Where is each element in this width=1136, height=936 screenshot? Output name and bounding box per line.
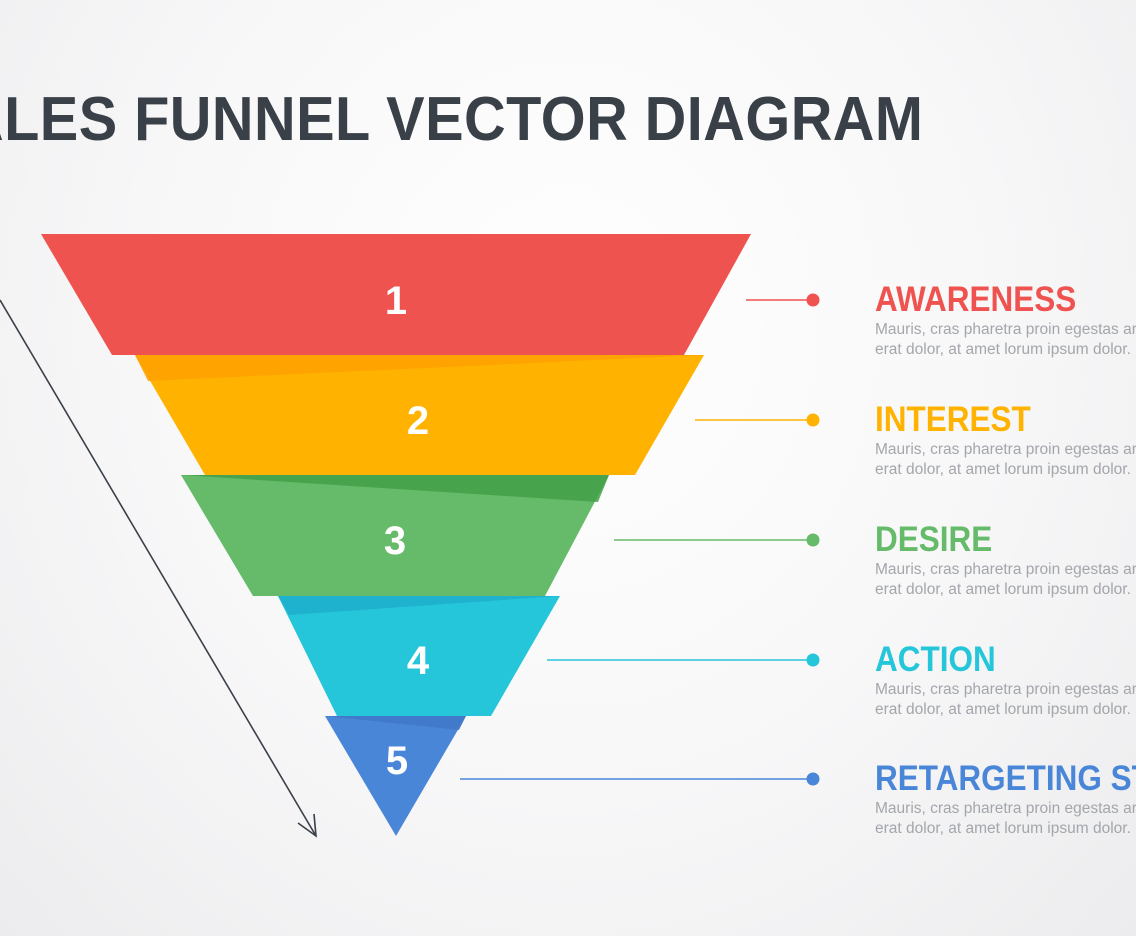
stage-description-line: Mauris, cras pharetra proin egestas arcu bbox=[875, 561, 1136, 578]
stage-name: RETARGETING ST bbox=[875, 759, 1136, 798]
stage-label-4: ACTION Mauris, cras pharetra proin egesta… bbox=[875, 640, 1136, 720]
funnel-layer-number: 3 bbox=[384, 519, 406, 563]
stage-description-line: Mauris, cras pharetra proin egestas arcu bbox=[875, 441, 1136, 458]
stage-name: DESIRE bbox=[875, 520, 993, 559]
funnel-layer-1 bbox=[41, 234, 751, 355]
funnel-layer-3 bbox=[181, 475, 609, 596]
direction-arrow-head bbox=[297, 813, 317, 838]
stage-description-line: erat dolor, at amet lorum ipsum dolor. bbox=[875, 461, 1131, 478]
funnel-layer-number: 5 bbox=[386, 739, 408, 783]
funnel-fold-shade-2 bbox=[135, 355, 704, 381]
funnel-layer-number: 1 bbox=[385, 279, 407, 323]
stage-name: INTEREST bbox=[875, 400, 1031, 439]
stage-label-1: AWARENESS Mauris, cras pharetra proin ege… bbox=[875, 280, 1136, 360]
stage-label-3: DESIRE Mauris, cras pharetra proin egesta… bbox=[875, 520, 1136, 600]
stage-label-5: RETARGETING ST Mauris, cras pharetra proi… bbox=[875, 759, 1136, 839]
stage-name: ACTION bbox=[875, 640, 996, 679]
stage-label-2: INTEREST Mauris, cras pharetra proin eges… bbox=[875, 400, 1136, 480]
stage-description-line: erat dolor, at amet lorum ipsum dolor. bbox=[875, 341, 1131, 358]
connector-dot bbox=[806, 293, 820, 307]
funnel-fold-shade-4 bbox=[278, 596, 560, 615]
stage-description-line: Mauris, cras pharetra proin egestas arcu bbox=[875, 681, 1136, 698]
stage-description-line: erat dolor, at amet lorum ipsum dolor. bbox=[875, 820, 1131, 837]
funnel-layer-4 bbox=[278, 596, 560, 716]
funnel-fold-shade-5 bbox=[325, 716, 466, 730]
page-title: ALES FUNNEL VECTOR DIAGRAM bbox=[0, 85, 924, 154]
direction-arrow-line bbox=[0, 299, 317, 837]
funnel-layer-number: 2 bbox=[407, 399, 429, 443]
funnel-layer-number: 4 bbox=[407, 639, 430, 683]
stage-description-line: Mauris, cras pharetra proin egestas arcu bbox=[875, 800, 1136, 817]
stage-name: AWARENESS bbox=[875, 280, 1077, 319]
connector-dot bbox=[806, 533, 820, 547]
funnel-fold-shade-3 bbox=[181, 475, 609, 502]
stage-description-line: erat dolor, at amet lorum ipsum dolor. bbox=[875, 581, 1131, 598]
funnel-layer-5 bbox=[325, 716, 466, 836]
stage-description-line: Mauris, cras pharetra proin egestas arcu bbox=[875, 321, 1136, 338]
connector-dot bbox=[806, 772, 820, 786]
stage-description-line: erat dolor, at amet lorum ipsum dolor. bbox=[875, 701, 1131, 718]
funnel-layer-2 bbox=[135, 355, 704, 475]
connector-dot bbox=[806, 653, 820, 667]
connector-dot bbox=[806, 413, 820, 427]
